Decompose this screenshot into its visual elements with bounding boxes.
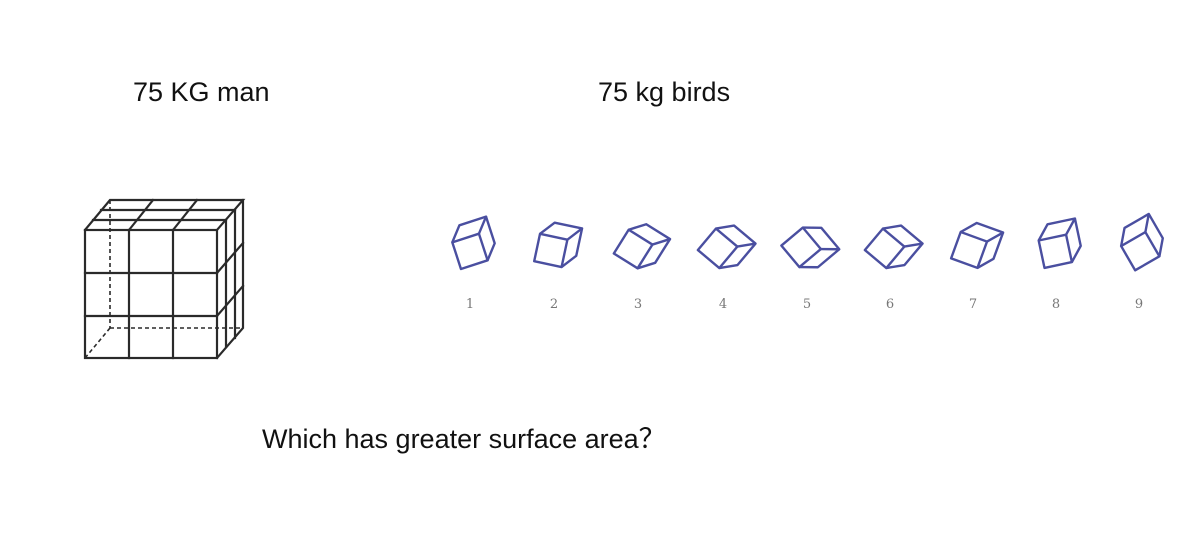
cube-icon <box>451 215 496 271</box>
bird-cube-6: 6 <box>855 205 925 315</box>
bird-cube-1: 1 <box>435 205 505 315</box>
bird-cube-9: 9 <box>1104 205 1174 315</box>
bird-number-label: 5 <box>802 297 812 312</box>
bird-number-label: 3 <box>633 297 643 312</box>
man-label: 75 KG man <box>133 77 270 107</box>
cube-icon <box>696 224 757 270</box>
bird-number-label: 1 <box>465 297 475 312</box>
big-cube-grid <box>83 198 246 360</box>
bird-cube-8: 8 <box>1021 205 1091 315</box>
bird-cube-7: 7 <box>938 205 1008 315</box>
bird-number-label: 8 <box>1051 297 1061 312</box>
cube-icon <box>780 226 841 269</box>
bird-number-label: 4 <box>718 297 728 312</box>
bird-cube-4: 4 <box>688 205 758 315</box>
bird-number-label: 6 <box>885 297 895 312</box>
cube-icon <box>612 223 672 270</box>
cube-icon <box>1119 212 1164 272</box>
bird-number-label: 9 <box>1134 297 1144 312</box>
cube-icon <box>863 224 924 270</box>
question-text: Which has greater surface area？ <box>262 424 666 454</box>
bird-number-label: 7 <box>968 297 978 312</box>
cube-icon <box>532 221 584 269</box>
bird-cube-2: 2 <box>519 205 589 315</box>
bird-number-label: 2 <box>549 297 559 312</box>
cube-icon <box>1037 217 1082 270</box>
cube-icon <box>949 221 1005 270</box>
birds-label: 75 kg birds <box>598 77 731 107</box>
bird-cube-3: 3 <box>603 205 673 315</box>
bird-cube-5: 5 <box>772 205 842 315</box>
